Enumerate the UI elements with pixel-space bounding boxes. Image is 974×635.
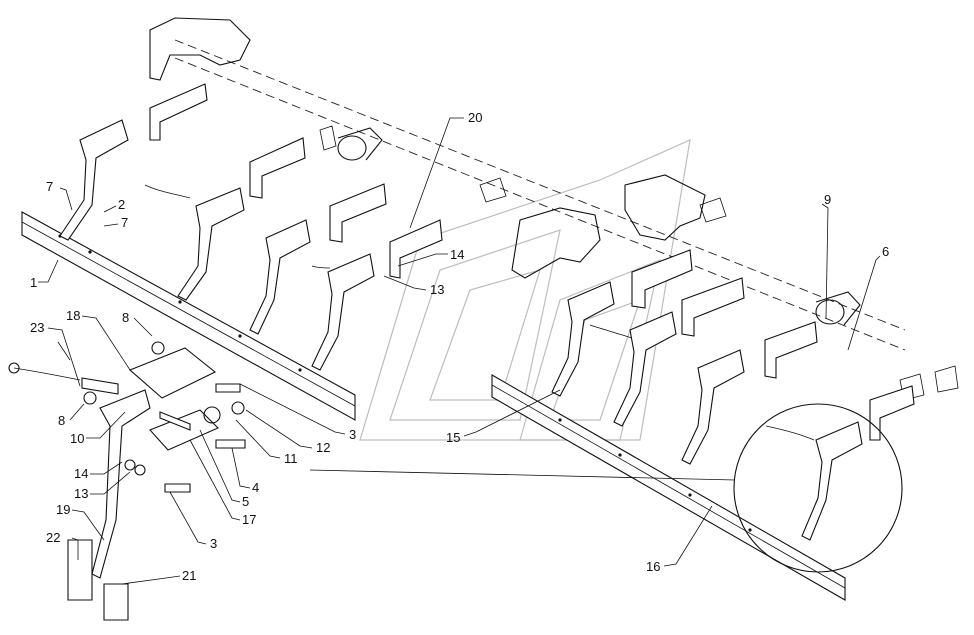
tine-holders bbox=[59, 119, 745, 465]
part-label-19: 19 bbox=[56, 502, 70, 517]
part-label-7-lower: 7 bbox=[121, 215, 128, 230]
part-label-14-upper: 14 bbox=[450, 247, 464, 262]
left-bar bbox=[21, 211, 356, 421]
part-label-22: 22 bbox=[46, 530, 60, 545]
part-label-11: 11 bbox=[284, 451, 298, 466]
part-label-1: 1 bbox=[30, 275, 37, 290]
right-bar bbox=[491, 374, 846, 601]
part-label-23: 23 bbox=[30, 320, 44, 335]
part-label-2: 2 bbox=[118, 197, 125, 212]
part-label-7-upper: 7 bbox=[46, 179, 53, 194]
part-label-8-upper: 8 bbox=[122, 310, 129, 325]
detail-circle bbox=[309, 403, 903, 573]
part-label-8-lower: 8 bbox=[58, 413, 65, 428]
part-label-5: 5 bbox=[242, 494, 249, 509]
part-label-3-right: 3 bbox=[349, 427, 356, 442]
main-frame bbox=[149, 17, 959, 401]
leader-lines bbox=[38, 117, 881, 585]
part-label-15: 15 bbox=[446, 430, 460, 445]
part-label-16: 16 bbox=[646, 559, 660, 574]
part-label-13-upper: 13 bbox=[430, 282, 444, 297]
part-label-4: 4 bbox=[252, 480, 259, 495]
part-label-20: 20 bbox=[468, 110, 482, 125]
part-label-10: 10 bbox=[70, 431, 84, 446]
part-label-13-lower: 13 bbox=[74, 486, 88, 501]
part-label-9: 9 bbox=[824, 192, 831, 207]
part-label-3-lower: 3 bbox=[210, 536, 217, 551]
part-labels: 1 2 3 3 4 5 6 7 7 8 8 9 10 11 12 13 13 1… bbox=[30, 110, 889, 583]
part-label-6: 6 bbox=[882, 244, 889, 259]
part-label-17: 17 bbox=[242, 512, 256, 527]
part-label-14-lower: 14 bbox=[74, 466, 88, 481]
part-label-21: 21 bbox=[182, 568, 196, 583]
frame-brackets bbox=[149, 83, 915, 441]
part-label-12: 12 bbox=[316, 440, 330, 455]
exploded-assembly bbox=[8, 341, 246, 621]
part-label-18: 18 bbox=[66, 308, 80, 323]
